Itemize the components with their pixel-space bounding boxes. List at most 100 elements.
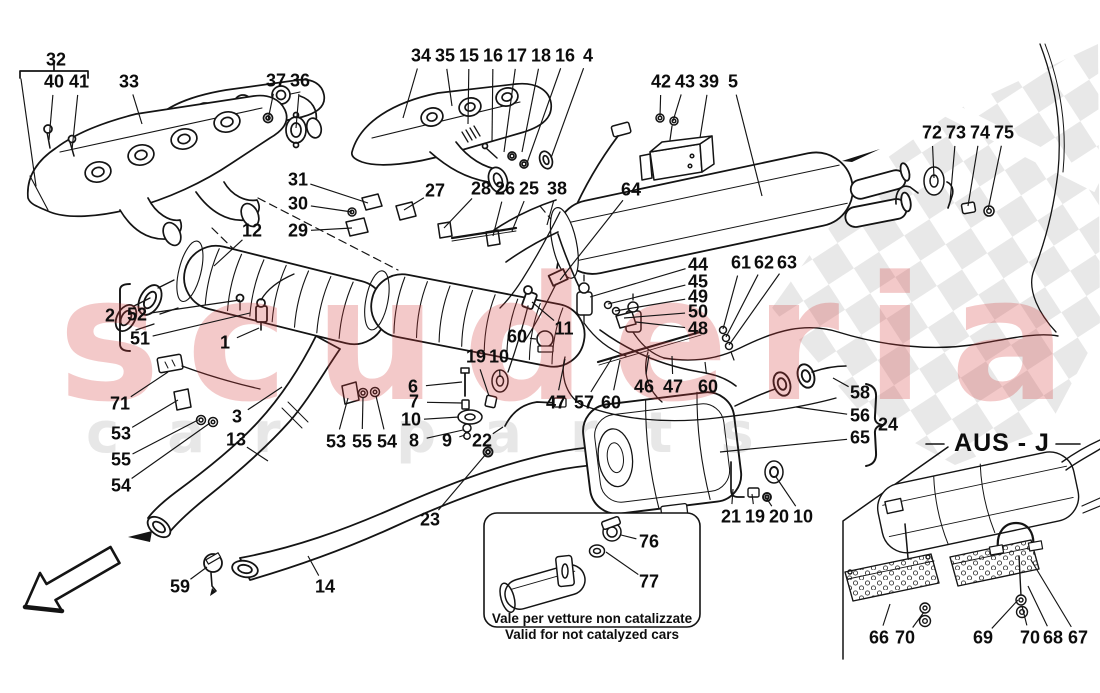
part-label-1: 1 — [219, 332, 231, 353]
mount-hardware — [457, 367, 567, 440]
part-label-69: 69 — [972, 627, 994, 648]
part-label-17: 17 — [506, 45, 528, 66]
part-label-68: 68 — [1042, 627, 1064, 648]
part-label-30: 30 — [287, 193, 309, 214]
part-label-10: 10 — [400, 409, 422, 430]
part-label-50: 50 — [687, 301, 709, 322]
part-label-59: 59 — [169, 576, 191, 597]
clamp-plates — [156, 353, 381, 596]
part-label-15: 15 — [458, 45, 480, 66]
part-label-16: 16 — [554, 45, 576, 66]
part-label-37: 37 — [265, 70, 287, 91]
part-label-70: 70 — [894, 627, 916, 648]
part-label-44: 44 — [687, 254, 709, 275]
part-label-42: 42 — [650, 71, 672, 92]
part-label-75: 75 — [993, 122, 1015, 143]
part-label-55: 55 — [110, 449, 132, 470]
part-label-47: 47 — [662, 376, 684, 397]
part-label-20: 20 — [768, 506, 790, 527]
group-brackets — [19, 62, 884, 467]
part-label-46: 46 — [633, 376, 655, 397]
part-label-14: 14 — [314, 576, 336, 597]
inset-caption: Vale per vetture non catalizzate Valid f… — [484, 611, 700, 643]
part-label-55: 55 — [351, 431, 373, 452]
part-label-60: 60 — [506, 326, 528, 347]
part-label-31: 31 — [287, 169, 309, 190]
part-label-38: 38 — [546, 178, 568, 199]
part-label-62: 62 — [753, 252, 775, 273]
part-label-19: 19 — [744, 506, 766, 527]
front-pipes — [128, 335, 621, 581]
part-label-54: 54 — [110, 475, 132, 496]
part-label-24: 24 — [877, 414, 899, 435]
part-label-56: 56 — [849, 405, 871, 426]
part-label-5: 5 — [727, 71, 739, 92]
part-label-3: 3 — [231, 406, 243, 427]
part-label-4: 4 — [582, 45, 594, 66]
part-label-71: 71 — [109, 393, 131, 414]
part-label-73: 73 — [945, 122, 967, 143]
part-label-23: 23 — [419, 509, 441, 530]
part-label-51: 51 — [129, 328, 151, 349]
part-label-61: 61 — [730, 252, 752, 273]
inset-caption-line2: Valid for not catalyzed cars — [504, 627, 680, 642]
part-label-48: 48 — [687, 318, 709, 339]
part-label-41: 41 — [68, 71, 90, 92]
part-label-76: 76 — [638, 531, 660, 552]
part-label-64: 64 — [620, 179, 642, 200]
direction-arrow — [22, 545, 121, 614]
aus-j-section — [842, 439, 1100, 660]
part-label-77: 77 — [638, 571, 660, 592]
part-label-58: 58 — [849, 382, 871, 403]
part-label-74: 74 — [969, 122, 991, 143]
part-label-27: 27 — [424, 180, 446, 201]
part-label-65: 65 — [849, 427, 871, 448]
part-label-60: 60 — [600, 392, 622, 413]
part-label-29: 29 — [287, 220, 309, 241]
part-label-72: 72 — [921, 122, 943, 143]
part-label-34: 34 — [410, 45, 432, 66]
part-label-19: 19 — [465, 346, 487, 367]
part-label-6: 6 — [407, 376, 419, 397]
part-label-67: 67 — [1067, 627, 1089, 648]
part-label-2: 2 — [104, 305, 116, 326]
part-label-49: 49 — [687, 286, 709, 307]
part-label-43: 43 — [674, 71, 696, 92]
part-label-26: 26 — [494, 178, 516, 199]
part-label-28: 28 — [470, 178, 492, 199]
part-label-12: 12 — [241, 220, 263, 241]
part-label-54: 54 — [376, 431, 398, 452]
part-label-16: 16 — [482, 45, 504, 66]
part-label-36: 36 — [289, 70, 311, 91]
part-label-9: 9 — [441, 430, 453, 451]
part-label-57: 57 — [573, 392, 595, 413]
part-label-63: 63 — [776, 252, 798, 273]
section-label-aus-j: AUS - J — [954, 429, 1050, 457]
air-valve — [556, 113, 715, 269]
part-label-32: 32 — [45, 49, 67, 70]
inset-caption-line1: Vale per vetture non catalizzate — [491, 611, 693, 626]
part-label-10: 10 — [792, 506, 814, 527]
part-label-45: 45 — [687, 271, 709, 292]
checkered-flag — [772, 44, 1100, 465]
part-label-13: 13 — [225, 429, 247, 450]
part-label-70: 70 — [1019, 627, 1041, 648]
part-label-35: 35 — [434, 45, 456, 66]
exhaust-manifold-left — [27, 78, 326, 247]
part-label-18: 18 — [530, 45, 552, 66]
part-label-25: 25 — [518, 178, 540, 199]
part-label-10: 10 — [488, 346, 510, 367]
part-label-8: 8 — [408, 430, 420, 451]
part-label-39: 39 — [698, 71, 720, 92]
part-label-60: 60 — [697, 376, 719, 397]
part-label-52: 52 — [126, 304, 148, 325]
part-label-33: 33 — [118, 71, 140, 92]
part-label-66: 66 — [868, 627, 890, 648]
part-label-53: 53 — [110, 423, 132, 444]
part-label-22: 22 — [471, 430, 493, 451]
part-label-40: 40 — [43, 71, 65, 92]
inset-not-catalyzed — [483, 512, 701, 628]
